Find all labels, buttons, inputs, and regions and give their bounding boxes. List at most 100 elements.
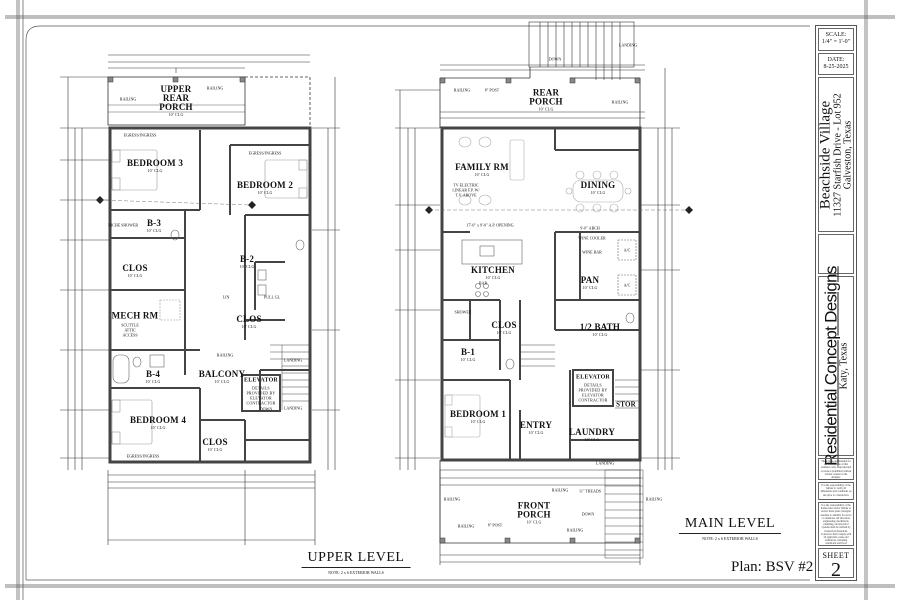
firm-location: Katy, Texas [838,342,850,390]
room-name: B-3 [146,218,162,228]
note-landing-upper-2: LANDING [283,405,303,411]
note-ac-1: A/C [623,247,631,253]
plan-number: Plan: BSV #2 [731,559,814,575]
note-railing-front-2: RAILING [457,523,475,529]
ceiling-height: 10' CLG [147,168,163,173]
room-name: B-4 [145,369,161,379]
ceiling-height: 10' CLG [257,190,273,195]
scale-label: SCALE: [825,32,847,38]
ceiling-height: 10' CLG [150,425,166,430]
room-bedroom-1: BEDROOM 1 10' CLG [449,409,507,425]
level-note: NOTE: 2 x 6 EXTERIOR WALLS [702,536,758,541]
note-railing-upper: RAILING [119,96,137,102]
room-laundry: LAUNDRY 10' CLG [568,427,616,443]
note-railing-front-1: RAILING [443,496,461,502]
note-railing-upper-3: RAILING [216,352,234,358]
note-railing-rear-r: RAILING [611,99,629,105]
ceiling-height: 10' CLG [460,357,476,362]
note-egress-upper: EGRESS/INGRESS [126,453,160,459]
note-landing-upper: LANDING [283,357,303,363]
project-name: Beachside Village [817,100,834,209]
ceiling-height: 10' CLG [584,437,600,442]
room-name: CLOS [122,263,148,273]
blank-cell [818,234,854,274]
elevator-note: DETAILS PROVIDED BY ELEVATOR CONTRACTOR [246,385,276,406]
room-name: B-1 [460,347,476,357]
room-bedroom-4: BEDROOM 4 10' CLG [129,415,187,431]
room-name: 1/2 BATH [579,322,621,332]
room-dining: DINING 10' CLG [581,181,616,196]
ceiling-height: 10' CLG [207,447,223,452]
level-note: NOTE: 2 x 6 EXTERIOR WALLS [328,570,384,575]
sheet-cell: SHEET 2 [818,548,854,581]
room-name-line: PORCH [159,102,193,112]
room-name: ENTRY [519,420,553,430]
note-railing-front-3: RAILING [551,487,569,493]
room-kitchen: KITCHEN 10' CLG [471,266,515,281]
disclaimer-3: It is the responsibility of the homeowne… [818,502,854,546]
firm-name: Residential Concept Designs [821,266,841,466]
note-egress-upper-3: EGRESS/INGRESS [248,150,282,156]
note-down-upper: DOWN [259,406,273,412]
ceiling-height: 10' CLG [528,430,544,435]
room-name: BEDROOM 2 [236,180,294,190]
room-entry: ENTRY 10' CLG [519,420,553,436]
room-name-line: PORCH [529,96,563,107]
firm-info: Residential Concept Designs Katy, Texas [821,266,850,466]
room-name: CLOS [491,320,517,330]
room-name: BEDROOM 4 [129,415,187,425]
ceiling-height: 10' CLG [590,190,606,195]
note-shower-main: SHOWER [454,309,472,315]
room-name-line: REAR [532,87,560,98]
note-post-rear: 8" POST [484,87,500,93]
room-stor: STOR [616,401,636,410]
room-bedroom-3: BEDROOM 3 10' CLG [126,158,184,174]
note-pull-gl: PULL GL [263,294,281,300]
main-level-title: MAIN LEVEL NOTE: 2 x 6 EXTERIOR WALLS [678,514,782,541]
room-clos-main: CLOS 10' CLG [491,320,517,336]
room-name: BEDROOM 3 [126,158,184,168]
ceiling-height: 10' CLG [582,285,598,290]
sheet-label: SHEET [822,551,850,560]
date-value: 8-25-2025 [823,64,849,70]
note-scuttle: SCUTTLE ATTIC ACCESS [121,322,139,338]
room-elevator-main: ELEVATOR DETAILS PROVIDED BY ELEVATOR CO… [576,374,610,403]
room-b1: B-1 10' CLG [460,347,476,363]
note-lin: LIN [222,294,230,300]
room-name: MECH RM [111,310,159,321]
ceiling-height: 10' CLG [168,112,184,117]
ceiling-height: 10' CLG [127,273,143,278]
room-rear-porch: REAR PORCH 10' CLG [529,87,563,112]
room-half-bath: 1/2 BATH 10' CLG [579,322,621,338]
ceiling-height: 10' CLG [474,172,490,177]
firm-cell: Residential Concept Designs Katy, Texas [818,266,854,466]
project-info: Beachside Village 11327 Starfish Drive -… [817,93,854,216]
room-name: ELEVATOR [244,377,278,384]
note-railing-front-5: RAILING [645,496,663,502]
room-clos-b3: CLOS 10' CLG [122,263,148,279]
ceiling-height: 10' CLG [146,228,162,233]
note-opening: 17'-0" x 9'-0" A.P. OPENING [466,222,514,228]
room-b3: B-3 10' CLG [146,218,162,234]
ceiling-height: 10' CLG [526,519,542,525]
room-name: STOR [616,400,636,409]
room-name-line: FRONT [517,500,551,511]
note-bar: BAR [478,280,488,286]
note-post-front: 8" POST [487,522,503,528]
ceiling-height: 10' CLG [239,264,255,269]
ceiling-height: 10' CLG [241,324,257,329]
note-shower: NICHE SHOWER [107,222,139,228]
ceiling-height: 10' CLG [214,379,230,384]
room-name: PAN [580,275,600,285]
ceiling-height: 10' CLG [496,330,512,335]
note-wine-cooler: WINE COOLER [578,235,606,241]
room-name: BEDROOM 1 [449,409,507,419]
room-b2: B-2 10' CLG [239,255,255,270]
note-railing-rear-l: RAILING [453,87,471,93]
room-front-porch: FRONT PORCH 10' CLG [517,500,551,525]
room-b4: B-4 10' CLG [145,369,161,385]
room-name: LAUNDRY [568,427,616,437]
note-ac-2: A/C [623,282,631,288]
ceiling-height: 10' CLG [592,332,608,337]
